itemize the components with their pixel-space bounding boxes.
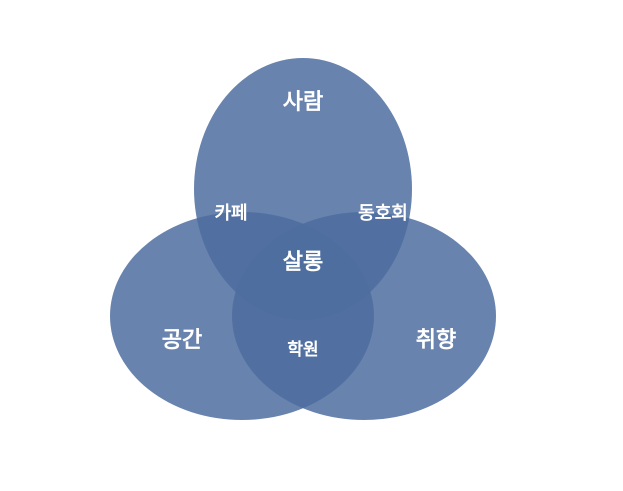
intersection-label-center: 살롱 [283, 250, 323, 275]
set-label-left: 공간 [162, 328, 202, 353]
intersection-label-bottom: 학원 [287, 340, 318, 360]
intersection-label-top-right: 동호회 [358, 203, 408, 224]
venn-labels: 사람 공간 취향 카페 동호회 학원 살롱 [162, 90, 456, 360]
venn-circles [110, 58, 496, 420]
intersection-label-top-left: 카페 [214, 203, 247, 224]
circle-right [232, 212, 496, 420]
set-label-top: 사람 [283, 90, 323, 115]
set-label-right: 취향 [416, 328, 456, 353]
